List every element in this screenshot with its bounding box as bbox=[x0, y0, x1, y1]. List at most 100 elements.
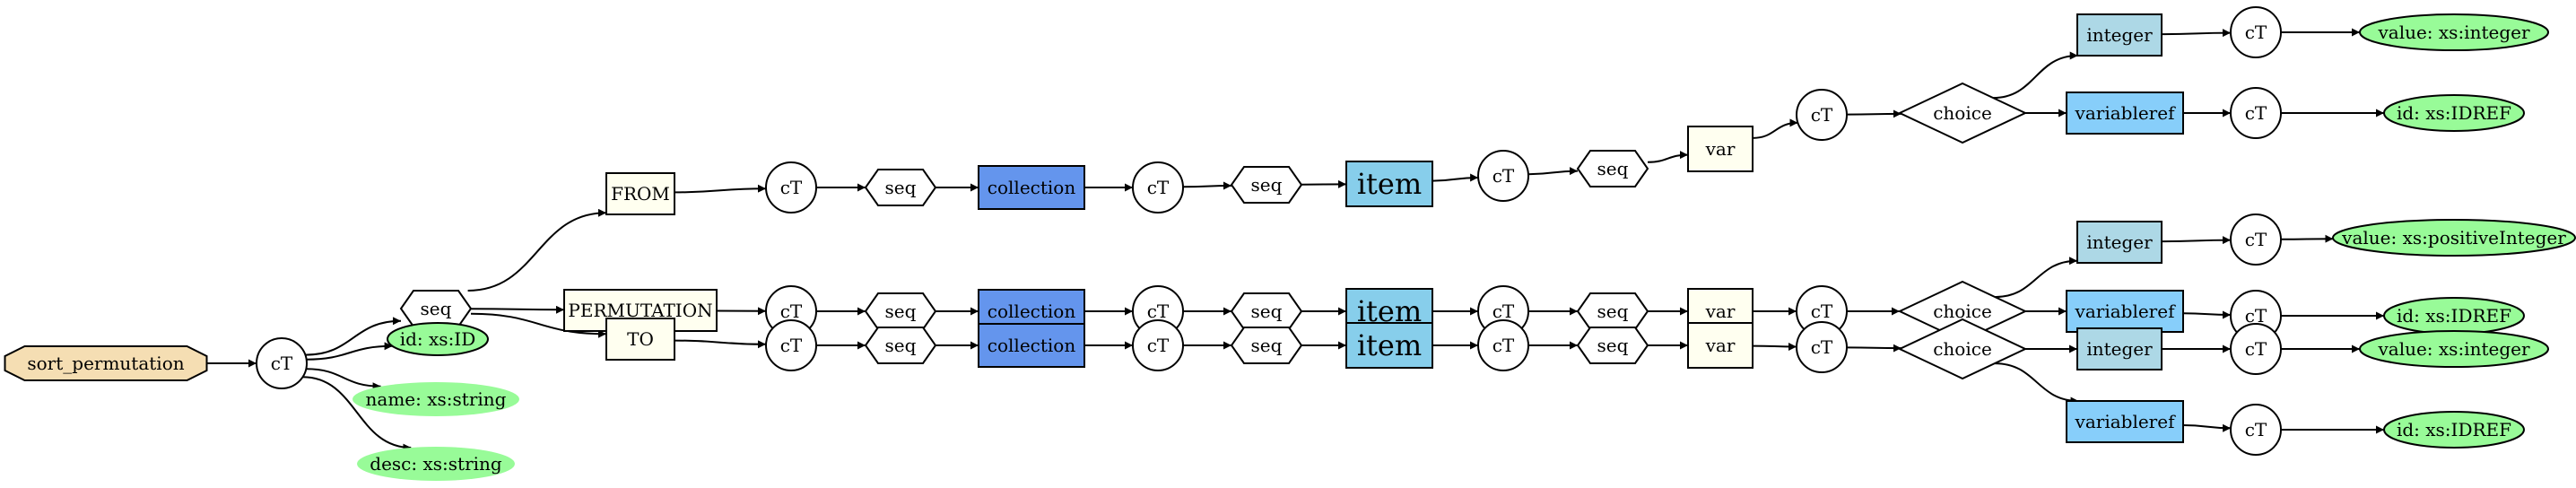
edge-to-to-ct_t1 bbox=[674, 339, 767, 349]
node-seq_p1: seq bbox=[864, 292, 937, 330]
node-idr_p: id: xs:IDREF bbox=[2383, 297, 2525, 335]
edge-ct0-to-attr_id bbox=[306, 342, 393, 361]
node-ct_p2-label: cT bbox=[1147, 301, 1170, 322]
edge-vref_p-to-ct_pv bbox=[2182, 310, 2232, 319]
node-seq_p1-label: seq bbox=[885, 301, 917, 322]
node-coll_t: collection bbox=[978, 323, 1085, 368]
node-to-label: TO bbox=[627, 328, 654, 350]
node-ct_ti-label: cT bbox=[2245, 338, 2267, 360]
edge-int_f-to-ct_fi bbox=[2161, 29, 2232, 38]
node-var_t-label: var bbox=[1705, 335, 1736, 356]
edge-ct0-to-attr_name bbox=[306, 368, 381, 391]
node-root: sort_permutation bbox=[4, 345, 208, 381]
edge-var_f-to-ct_f4 bbox=[1752, 118, 1798, 139]
node-item_t-label: item bbox=[1357, 328, 1422, 362]
node-ct_t2-label: cT bbox=[1147, 335, 1170, 356]
node-item_f-shape bbox=[1345, 161, 1433, 207]
node-ct_f1-label: cT bbox=[780, 177, 803, 198]
node-int_p-shape bbox=[2076, 221, 2163, 264]
node-seq_f1-label: seq bbox=[885, 177, 917, 198]
node-choice_f-label: choice bbox=[1933, 102, 1992, 124]
edge-ct_f2-to-seq_f2 bbox=[1182, 181, 1232, 190]
node-ct_f2-label: cT bbox=[1147, 177, 1170, 198]
node-seq_p3-label: seq bbox=[1597, 301, 1629, 322]
node-ct_t4: cT bbox=[1796, 321, 1848, 373]
node-seq_t1-shape bbox=[864, 327, 937, 364]
edge-int_p-to-ct_pi bbox=[2161, 236, 2232, 245]
node-vref_f: variableref bbox=[2066, 92, 2184, 135]
node-ct_f3-shape bbox=[1477, 150, 1529, 202]
node-idr_t-shape bbox=[2383, 411, 2525, 449]
edge-seq0-to-to bbox=[470, 312, 607, 338]
node-root-label: sort_permutation bbox=[27, 353, 184, 374]
node-ct_fi-shape bbox=[2230, 6, 2282, 58]
node-ct_f4-shape bbox=[1796, 89, 1848, 141]
node-root-shape bbox=[4, 345, 208, 381]
node-ct0: cT bbox=[256, 337, 308, 389]
node-seq_t2-label: seq bbox=[1251, 335, 1283, 356]
node-ct_f1-shape bbox=[765, 161, 817, 214]
node-ct_ti-shape bbox=[2230, 323, 2282, 375]
node-seq_f3: seq bbox=[1576, 150, 1649, 187]
node-seq_f3-label: seq bbox=[1597, 158, 1629, 179]
node-seq_t3-shape bbox=[1576, 327, 1649, 364]
node-ct_t4-shape bbox=[1796, 321, 1848, 373]
edge-choice_t-to-vref_t bbox=[1994, 362, 2079, 405]
node-choice_t: choice bbox=[1897, 318, 2028, 380]
node-attr_name-label: name: xs:string bbox=[366, 388, 507, 410]
node-ct_pv-label: cT bbox=[2245, 305, 2267, 327]
node-val_p-shape bbox=[2332, 219, 2576, 257]
node-attr_name-shape bbox=[352, 382, 519, 416]
node-attr_desc: desc: xs:string bbox=[357, 447, 515, 481]
node-seq_f1: seq bbox=[864, 169, 937, 206]
node-ct_ti: cT bbox=[2230, 323, 2282, 375]
node-val_p-label: value: xs:positiveInteger bbox=[2341, 227, 2566, 248]
node-vref_f-label: variableref bbox=[2075, 102, 2177, 124]
node-seq_t2-shape bbox=[1230, 327, 1303, 364]
node-seq_f2: seq bbox=[1230, 166, 1303, 204]
node-vref_f-shape bbox=[2066, 92, 2184, 135]
node-val_f-shape bbox=[2359, 13, 2549, 51]
edge-ct_f3-to-seq_f3 bbox=[1527, 167, 1579, 176]
node-seq_t2: seq bbox=[1230, 327, 1303, 364]
node-perm: PERMUTATION bbox=[563, 289, 718, 332]
node-ct_tv: cT bbox=[2230, 404, 2282, 456]
node-ct0-label: cT bbox=[271, 353, 293, 374]
node-coll_t-label: collection bbox=[988, 335, 1076, 356]
node-attr_desc-label: desc: xs:string bbox=[370, 453, 502, 475]
node-int_t-label: integer bbox=[2086, 338, 2153, 360]
node-ct_p3-label: cT bbox=[1493, 301, 1515, 322]
node-var_f-shape bbox=[1687, 126, 1754, 172]
node-val_f: value: xs:integer bbox=[2359, 13, 2549, 51]
node-choice_t-label: choice bbox=[1933, 338, 1992, 360]
node-ct_f4: cT bbox=[1796, 89, 1848, 141]
node-val_t-shape bbox=[2359, 330, 2549, 368]
node-seq_f2-shape bbox=[1230, 166, 1303, 204]
node-ct_tv-label: cT bbox=[2245, 419, 2267, 440]
edge-ct_t4-to-choice_t bbox=[1846, 344, 1902, 353]
node-seq_t3: seq bbox=[1576, 327, 1649, 364]
node-coll_f-shape bbox=[978, 165, 1085, 210]
node-ct_f1: cT bbox=[765, 161, 817, 214]
node-int_f-label: integer bbox=[2086, 24, 2153, 46]
node-ct_p4: cT bbox=[1796, 285, 1848, 337]
node-attr_id-label: id: xs:ID bbox=[400, 328, 476, 350]
node-var_f-label: var bbox=[1705, 138, 1736, 160]
node-ct_tv-shape bbox=[2230, 404, 2282, 456]
node-idr_f: id: xs:IDREF bbox=[2383, 94, 2525, 132]
node-seq_t1-label: seq bbox=[885, 335, 917, 356]
edge-seq0-to-from bbox=[467, 208, 607, 292]
node-ct_f2-shape bbox=[1132, 161, 1184, 214]
node-int_f-shape bbox=[2076, 13, 2163, 57]
edges-layer bbox=[206, 28, 2384, 452]
node-var_f: var bbox=[1687, 126, 1754, 172]
node-ct_t1: cT bbox=[765, 319, 817, 371]
node-seq_f3-shape bbox=[1576, 150, 1649, 187]
node-idr_f-shape bbox=[2383, 94, 2525, 132]
node-ct_t1-shape bbox=[765, 319, 817, 371]
node-choice_f-shape bbox=[1897, 82, 2028, 144]
node-from-shape bbox=[605, 172, 675, 215]
node-val_t-label: value: xs:integer bbox=[2377, 338, 2530, 360]
edge-choice_f-to-int_f bbox=[1993, 51, 2078, 100]
node-int_t: integer bbox=[2076, 327, 2163, 370]
